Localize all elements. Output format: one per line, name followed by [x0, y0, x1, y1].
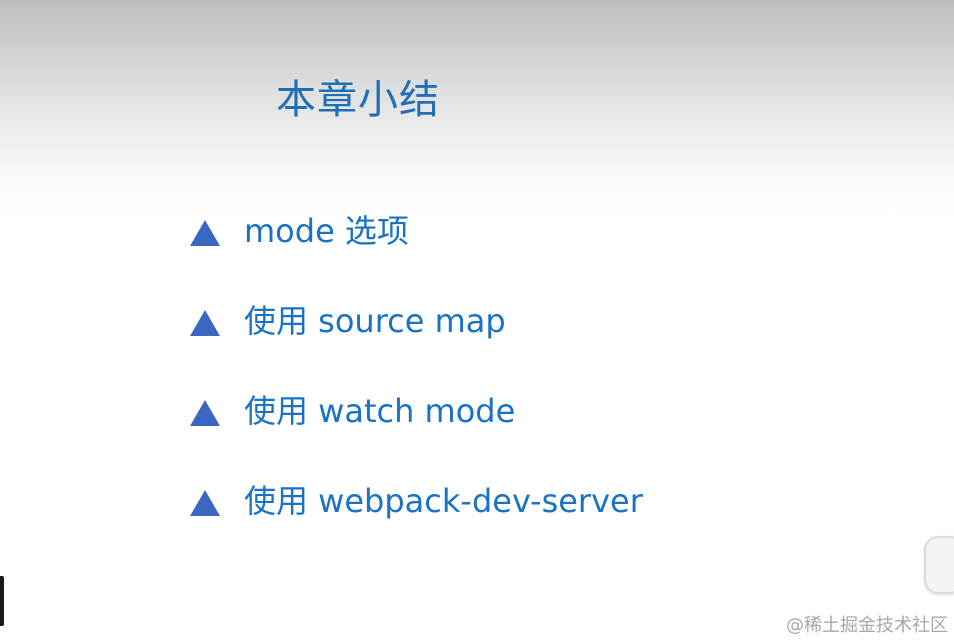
list-item: mode 选项 — [188, 206, 643, 296]
slide-title: 本章小结 — [276, 77, 440, 123]
bullet-label-mode: mode 选项 — [244, 212, 409, 250]
list-item: 使用 watch mode — [188, 386, 643, 476]
triangle-up-icon — [188, 398, 222, 428]
bullet-label-watch-mode: 使用 watch mode — [244, 392, 516, 430]
list-item: 使用 source map — [188, 296, 643, 386]
bullet-list: mode 选项 使用 source map 使用 watch mode 使用 w… — [188, 206, 643, 566]
watermark: @稀土掘金技术社区 — [786, 615, 948, 636]
left-edge-handle[interactable] — [0, 576, 4, 626]
bullet-label-source-map: 使用 source map — [244, 302, 506, 340]
triangle-up-icon — [188, 218, 222, 248]
list-item: 使用 webpack-dev-server — [188, 476, 643, 566]
triangle-up-icon — [188, 308, 222, 338]
floating-side-button[interactable] — [924, 536, 954, 594]
triangle-up-icon — [188, 488, 222, 518]
bullet-label-dev-server: 使用 webpack-dev-server — [244, 482, 643, 520]
